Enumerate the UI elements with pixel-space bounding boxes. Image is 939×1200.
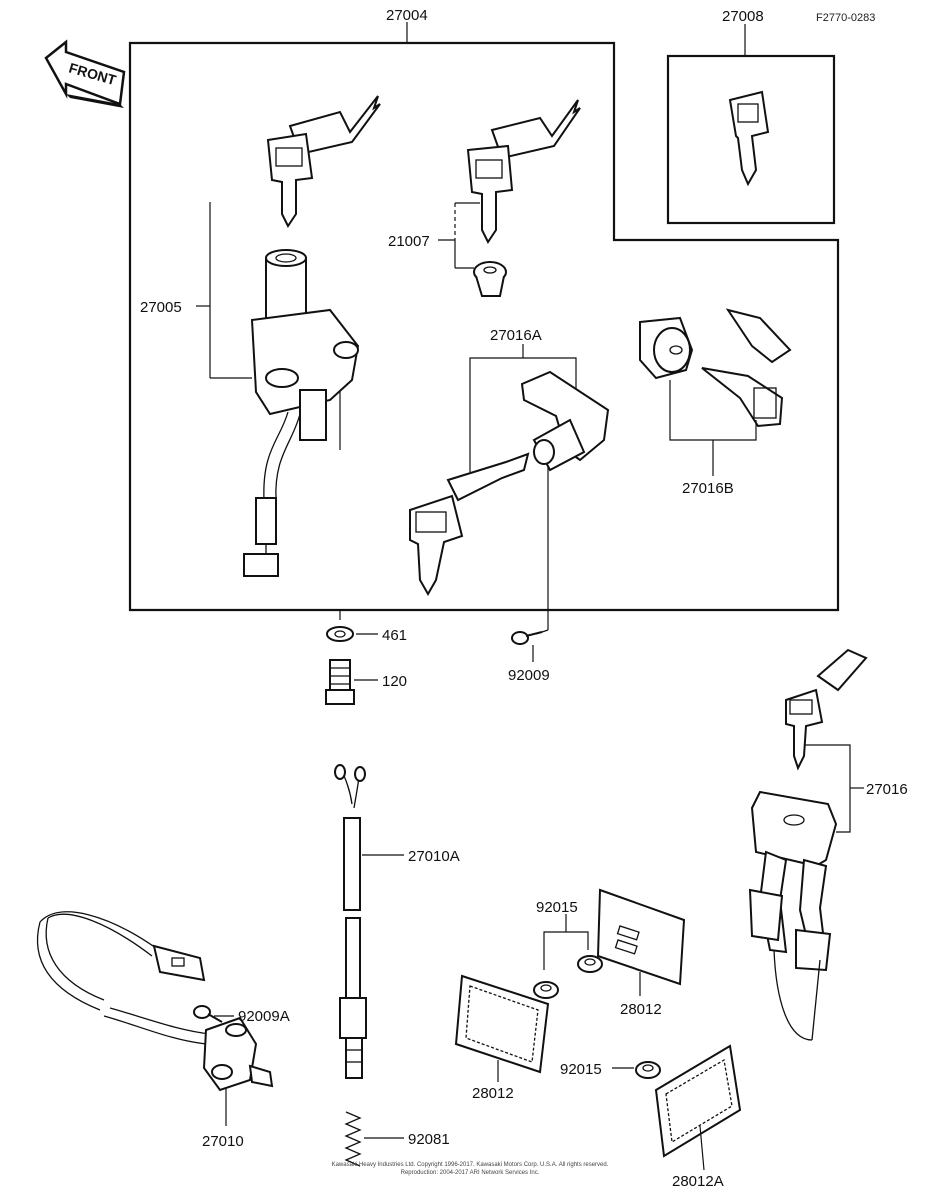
neutral-switch-icon [36, 911, 274, 1092]
reflector-icon [454, 974, 550, 1074]
part-label-27016B: 27016B [682, 480, 734, 497]
key-27008-box [666, 54, 836, 225]
part-label-28012-second: 28012 [472, 1085, 514, 1102]
key-pair-icon [466, 99, 581, 244]
nut-icon [533, 981, 559, 999]
key-pair-icon [266, 95, 381, 228]
copyright-line-2: Reproduction: 2004-2017 ARI Network Serv… [401, 1170, 540, 1176]
lock-cylinder-icon [639, 308, 792, 428]
screw-icon [193, 1005, 223, 1023]
part-label-27010A: 27010A [408, 848, 460, 865]
part-label-92009A: 92009A [238, 1008, 290, 1025]
front-arrow-icon: FRONT [44, 39, 126, 108]
part-label-28012A: 28012A [672, 1173, 724, 1190]
part-label-27016: 27016 [866, 781, 908, 798]
part-label-27008: 27008 [722, 8, 764, 25]
cable-switch-icon [334, 764, 367, 1079]
nut-icon [577, 955, 603, 973]
part-label-27016A: 27016A [490, 327, 542, 344]
ignition-switch-icon [243, 249, 360, 577]
part-label-28012: 28012 [620, 1001, 662, 1018]
key-icon [728, 90, 770, 187]
part-label-27004: 27004 [386, 7, 428, 24]
seat-lock-icon [409, 370, 610, 597]
part-label-461: 461 [382, 627, 407, 644]
helmet-lock-icon [748, 648, 868, 1041]
cap-icon [473, 261, 507, 297]
part-label-92015-second: 92015 [560, 1061, 602, 1078]
part-label-120: 120 [382, 673, 407, 690]
part-label-21007: 21007 [388, 233, 430, 250]
screw-icon [511, 631, 543, 645]
part-label-92009: 92009 [508, 667, 550, 684]
part-label-27010: 27010 [202, 1133, 244, 1150]
part-label-27005: 27005 [140, 299, 182, 316]
part-label-92015: 92015 [536, 899, 578, 916]
kit-27004-box [128, 41, 840, 612]
spring-icon [344, 1111, 362, 1167]
figure-code: F2770-0283 [816, 12, 875, 24]
washer-icon [326, 626, 354, 642]
bolt-icon [325, 659, 355, 705]
part-label-92081: 92081 [408, 1131, 450, 1148]
nut-icon [635, 1061, 661, 1079]
copyright-line-1: Kawasaki Heavy Industries Ltd. Copyright… [332, 1162, 609, 1168]
reflector-icon [596, 888, 686, 986]
reflector-icon [654, 1044, 742, 1158]
